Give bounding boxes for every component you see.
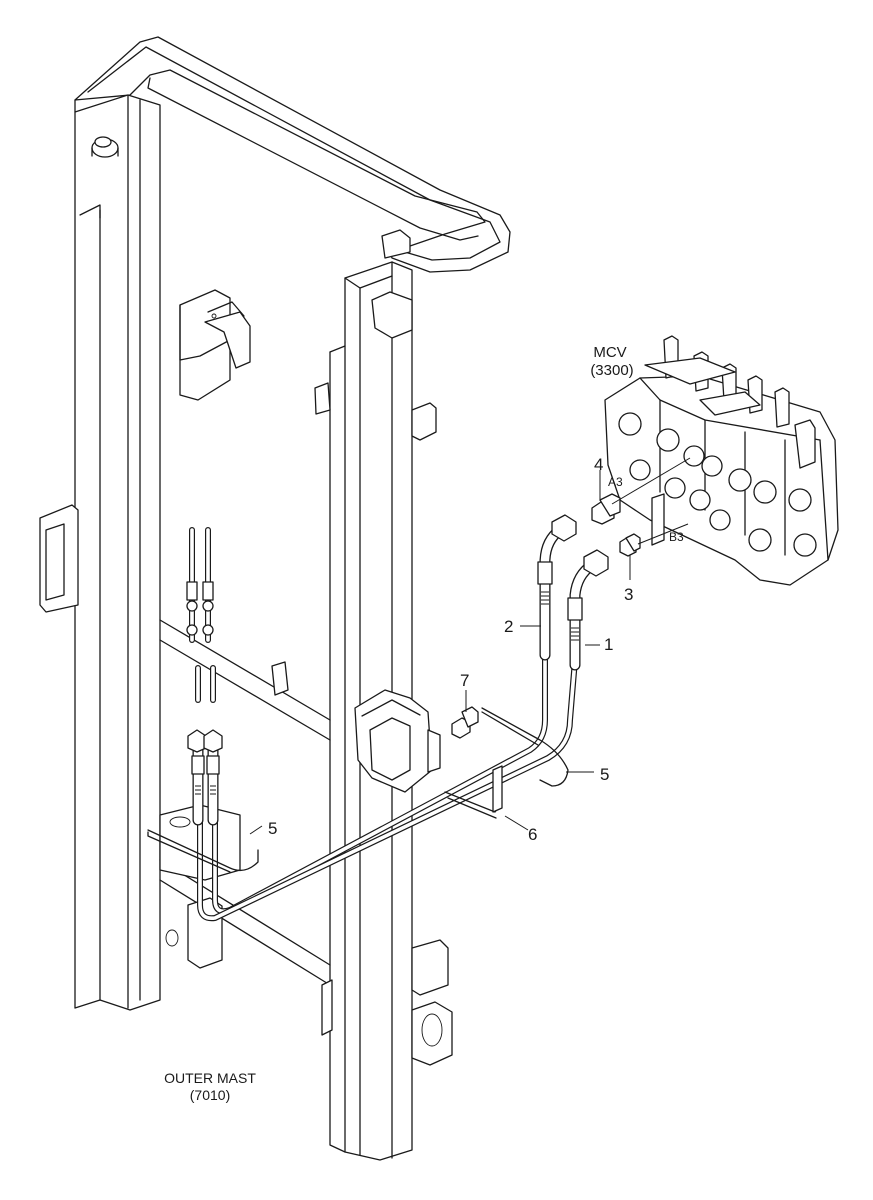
- outer-mast-name: OUTER MAST: [164, 1070, 256, 1086]
- mcv-code: (3300): [590, 362, 633, 379]
- port-label-b3: B3: [669, 530, 684, 544]
- pipe-bracket: [444, 765, 503, 819]
- fitting-3: [619, 533, 641, 557]
- steel-pipes: [197, 647, 578, 922]
- callout-7: 7: [460, 671, 469, 690]
- hose-clamp-block: [354, 689, 441, 793]
- callout-5-lower: 5: [268, 819, 277, 838]
- callout-1: 1: [604, 635, 613, 654]
- callout-3: 3: [624, 585, 633, 604]
- callout-2: 2: [504, 617, 513, 636]
- fitting-4: [591, 493, 621, 525]
- mcv-name: MCV: [593, 344, 626, 361]
- hose-assemblies: [537, 514, 609, 671]
- pipe-clip-upper: [481, 707, 569, 787]
- callout-4: 4: [594, 455, 603, 474]
- callout-leaders: [249, 470, 631, 835]
- connector-7: [451, 706, 479, 739]
- mast-left-rail: [74, 94, 161, 1011]
- port-label-a3: A3: [608, 475, 623, 489]
- callout-6: 6: [528, 825, 537, 844]
- outer-mast-code: (7010): [190, 1087, 230, 1103]
- pipe-clip-lower: [147, 829, 259, 872]
- main-control-valve: [604, 335, 839, 586]
- cylinder-hoses: [186, 527, 223, 826]
- mast-side-bracket: [39, 504, 79, 613]
- outer-mast: [39, 36, 511, 1161]
- callout-5-upper: 5: [600, 765, 609, 784]
